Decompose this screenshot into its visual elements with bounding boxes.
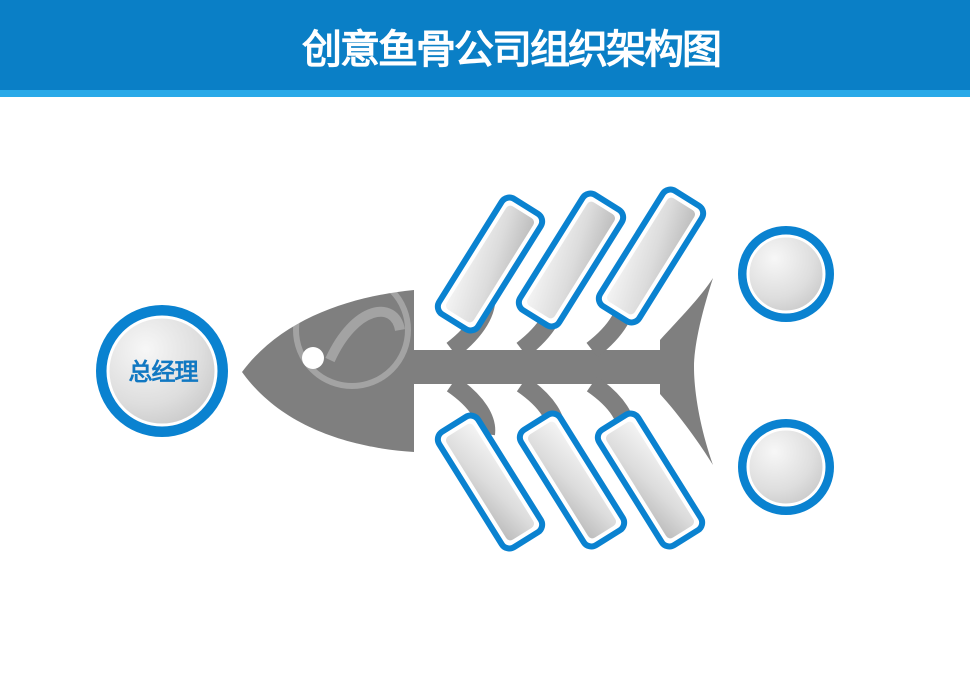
header-accent-line — [0, 90, 970, 97]
dept-box — [515, 190, 627, 330]
fish-eye — [302, 347, 324, 369]
dept-box — [434, 194, 546, 334]
dept-box — [434, 412, 546, 552]
side-node-inner — [746, 234, 826, 314]
ceo-label: 总经理 — [128, 358, 199, 386]
fish-tail — [660, 278, 713, 465]
dept-box — [516, 410, 628, 550]
ceo-node-inner — [106, 315, 218, 427]
page-title: 创意鱼骨公司组织架构图 — [302, 27, 722, 73]
header-bar — [0, 0, 970, 90]
watermark-logo — [293, 271, 411, 389]
fish-spine — [404, 350, 668, 384]
side-node-inner — [746, 427, 826, 507]
fish-head — [242, 290, 414, 452]
dept-box — [594, 410, 706, 550]
dept-box — [595, 186, 707, 326]
